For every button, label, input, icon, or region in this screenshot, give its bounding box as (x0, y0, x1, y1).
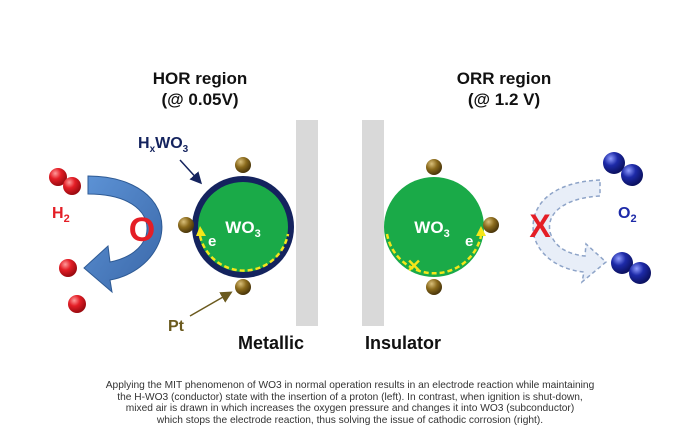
hxwo3-pointer (179, 159, 203, 185)
caption-line: Applying the MIT phenomenon of WO3 in no… (105, 380, 595, 391)
pt-particle (426, 159, 442, 175)
pt-pointer (189, 291, 233, 317)
hxwo3-label: HxWO3 (138, 135, 189, 155)
electron-blocked-mark: ✕ (406, 256, 421, 276)
hor-reaction-possible-mark: O (129, 211, 155, 249)
metallic-electrode-slab (296, 120, 318, 326)
figure-caption: Applying the MIT phenomenon of WO3 in no… (30, 380, 670, 426)
wo3-core-right (384, 177, 484, 277)
pt-particle (178, 217, 194, 233)
caption-line: which stops the electrode reaction, thus… (156, 414, 544, 426)
pt-label: Pt (168, 318, 185, 335)
wo3-core-left (198, 182, 288, 272)
orr-potential-text: (@ 1.2 V) (467, 90, 541, 109)
hydrogen-atom (59, 259, 77, 277)
h2-label: H2 (52, 205, 70, 225)
electron-path-left (198, 233, 290, 272)
o2-label: O2 (618, 205, 637, 225)
pt-particle (483, 217, 499, 233)
wo3-core-right-label: WO3 (414, 218, 449, 240)
electron-path-right (385, 233, 483, 275)
hor-potential-text: (@ 0.05V) (161, 90, 239, 109)
hydrogen-atom (49, 168, 67, 186)
oxygen-atom (629, 262, 651, 284)
hor-title-text: HOR region (152, 69, 248, 88)
metallic-label: Metallic (238, 333, 305, 353)
oxygen-atom (611, 252, 633, 274)
hydrogen-atom (63, 177, 81, 195)
orr-title-text: ORR region (456, 69, 552, 88)
electron-label-right: e (465, 233, 473, 250)
pt-particle (235, 279, 251, 295)
caption-line: mixed air is drawn in which increases th… (125, 403, 575, 414)
insulator-label: Insulator (365, 333, 442, 353)
wo3-core-left-label: WO3 (225, 218, 260, 240)
hor-region-title: HOR region (@ 0.05V) (120, 68, 280, 110)
oxygen-atom (603, 152, 625, 174)
pt-particle (235, 157, 251, 173)
hydrogen-atom (68, 295, 86, 313)
pt-particle (426, 279, 442, 295)
electron-arrow-right (476, 226, 486, 236)
oxygen-atom (621, 164, 643, 186)
electron-arrow-left (196, 226, 206, 236)
electron-label-left: e (208, 233, 216, 250)
orr-region-title: ORR region (@ 1.2 V) (424, 68, 584, 110)
caption-line: the H-WO3 (conductor) state with the ins… (117, 391, 583, 403)
hor-reaction-arrow (83, 175, 163, 294)
orr-reaction-blocked-mark: X (529, 208, 551, 244)
insulator-electrode-slab (362, 120, 384, 326)
orr-blocked-arrow (532, 179, 608, 284)
